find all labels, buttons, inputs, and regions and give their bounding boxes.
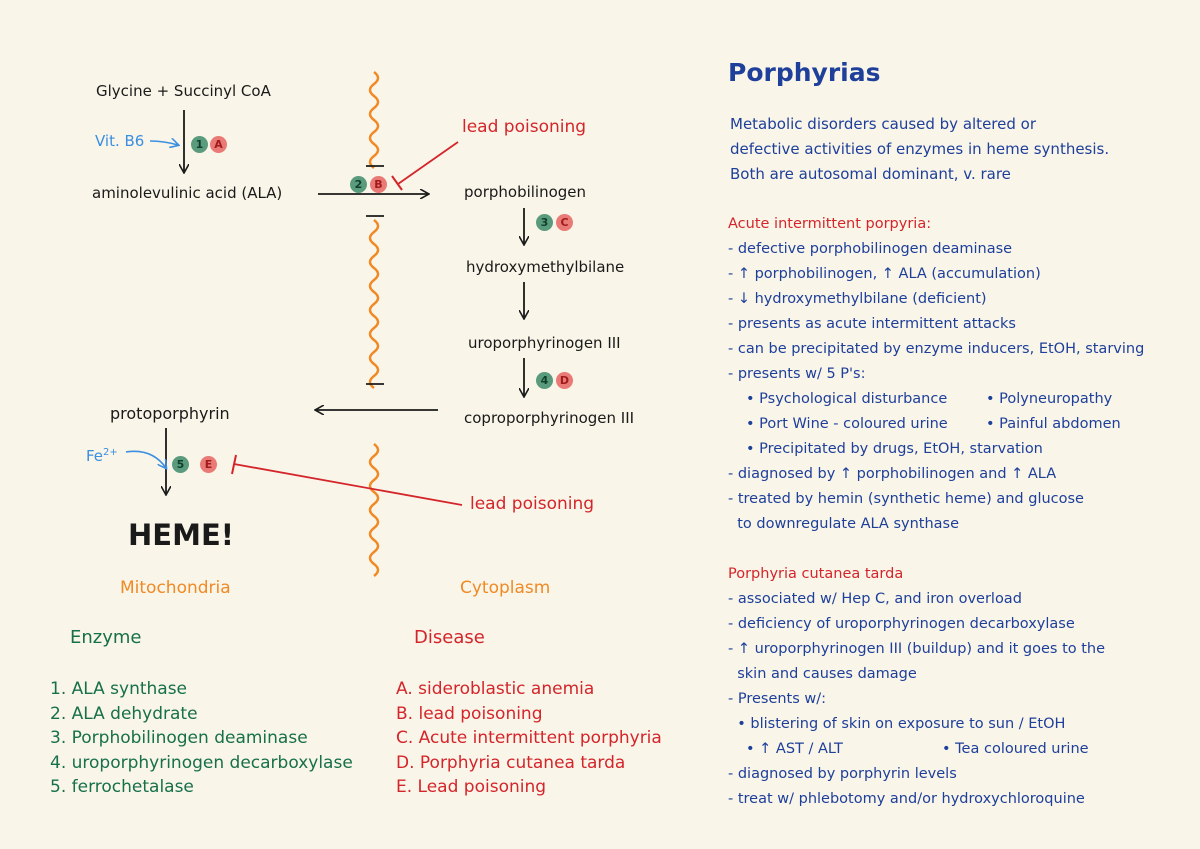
aip-line: - treated by hemin (synthetic heme) and …: [728, 491, 1084, 507]
lead-poisoning-label-lower: lead poisoning: [470, 494, 595, 514]
aip-line: - ↓ hydroxymethylbilane (deficient): [728, 291, 987, 307]
enzyme-item: 4. uroporphyrinogen decarboxylase: [50, 752, 353, 773]
enzyme-item: 5. ferrochetalase: [50, 777, 194, 797]
pct-line: - associated w/ Hep C, and iron overload: [728, 591, 1022, 607]
intro-line: defective activities of enzymes in heme …: [730, 140, 1110, 158]
p-item: • Psychological disturbance: [746, 391, 948, 407]
pathway-graphics: [125, 71, 710, 577]
enzyme-item: 1. ALA synthase: [50, 679, 188, 699]
aip-section: Acute intermittent porpyria: - defective…: [728, 212, 1144, 537]
aip-line: - ↑ porphobilinogen, ↑ ALA (accumulation…: [728, 266, 1041, 282]
p-item: • Port Wine - coloured urine: [746, 416, 948, 432]
pct-line: - ↑ uroporphyrinogen III (buildup) and i…: [728, 641, 1106, 657]
pct-section: Porphyria cutanea tarda - associated w/ …: [728, 562, 1105, 812]
disease-item: B. lead poisoning: [396, 703, 543, 724]
compartment-cytoplasm: Cytoplasm: [460, 578, 551, 598]
aip-line: to downregulate ALA synthase: [728, 516, 960, 532]
p-item: • Painful abdomen: [986, 416, 1121, 432]
p-item: • Precipitated by drugs, EtOH, starvatio…: [746, 441, 1043, 457]
disease-badge-b: B: [370, 176, 387, 193]
pct-line: - treat w/ phlebotomy and/or hydroxychlo…: [728, 791, 1085, 807]
pct-bullet: • Tea coloured urine: [942, 741, 1089, 757]
disease-badge-a: A: [210, 136, 227, 153]
notes-title: Porphyrias: [728, 58, 881, 87]
disease-badge-c: C: [556, 214, 573, 231]
disease-list: A. sideroblastic anemia B. lead poisonin…: [396, 677, 662, 800]
pct-bullet-row: • ↑ AST / ALT • Tea coloured urine: [728, 737, 1105, 762]
aip-heading: Acute intermittent porpyria:: [728, 216, 932, 232]
aip-line: - presents w/ 5 P's:: [728, 366, 866, 382]
disease-badge-d: D: [556, 372, 573, 389]
aip-line: - diagnosed by ↑ porphobilinogen and ↑ A…: [728, 466, 1057, 482]
pct-line: - diagnosed by porphyrin levels: [728, 766, 957, 782]
disease-badge-e: E: [200, 456, 217, 473]
pct-heading: Porphyria cutanea tarda: [728, 566, 904, 582]
enzyme-heading: Enzyme: [70, 627, 142, 648]
pct-line: • blistering of skin on exposure to sun …: [728, 716, 1066, 732]
cofactor-iron: Fe2+: [86, 447, 118, 465]
inhibit-line-2: [233, 463, 463, 506]
disease-item: E. Lead poisoning: [396, 777, 547, 797]
notes-intro: Metabolic disorders caused by altered or…: [730, 112, 1109, 187]
five-ps-row-1: • Psychological disturbance • Polyneurop…: [728, 387, 1144, 412]
disease-item: C. Acute intermittent porphyria: [396, 728, 662, 748]
pct-line: - Presents w/:: [728, 691, 827, 707]
intermediate-uroporphyrinogen: uroporphyrinogen III: [468, 334, 621, 352]
inhibit-bar-1: [391, 175, 403, 191]
cofactor-vitamin-b6: Vit. B6: [95, 132, 145, 150]
intermediate-porphobilinogen: porphobilinogen: [464, 183, 587, 201]
disease-item: D. Porphyria cutanea tarda: [396, 752, 626, 773]
five-ps-row-2: • Port Wine - coloured urine • Painful a…: [728, 412, 1144, 437]
iron-charge: 2+: [103, 447, 118, 458]
intermediate-ala: aminolevulinic acid (ALA): [92, 184, 283, 202]
substrate-glycine-succinyl-coa: Glycine + Succinyl CoA: [96, 82, 271, 100]
intermediate-coproporphyrinogen: coproporphyrinogen III: [464, 409, 635, 427]
enzyme-list: 1. ALA synthase 2. ALA dehydrate 3. Porp…: [50, 677, 353, 800]
pct-bullet: • ↑ AST / ALT: [746, 741, 843, 757]
intermediate-protoporphyrin: protoporphyrin: [110, 404, 230, 423]
arrow-vitb6: [149, 141, 178, 145]
enzyme-badge-2: 2: [350, 176, 367, 193]
membrane-lower: [368, 443, 380, 577]
p-item: • Polyneuropathy: [986, 391, 1113, 407]
enzyme-item: 2. ALA dehydrate: [50, 703, 198, 724]
intro-line: Metabolic disorders caused by altered or: [730, 115, 1036, 133]
membrane-middle: [368, 219, 380, 389]
iron-symbol: Fe: [86, 447, 104, 465]
membrane-upper: [368, 71, 380, 169]
pct-line: skin and causes damage: [728, 666, 917, 682]
enzyme-badge-5: 5: [172, 456, 189, 473]
enzyme-badge-1: 1: [191, 136, 208, 153]
arrow-fe: [125, 450, 166, 468]
disease-heading: Disease: [414, 627, 485, 648]
disease-item: A. sideroblastic anemia: [396, 679, 595, 699]
intro-line: Both are autosomal dominant, v. rare: [730, 165, 1011, 183]
inhibit-line-1: [397, 141, 459, 185]
enzyme-badge-4: 4: [536, 372, 553, 389]
enzyme-badge-3: 3: [536, 214, 553, 231]
aip-line: - can be precipitated by enzyme inducers…: [728, 341, 1145, 357]
compartment-mitochondria: Mitochondria: [120, 578, 231, 598]
aip-line: - presents as acute intermittent attacks: [728, 316, 1016, 332]
pct-line: - deficiency of uroporphyrinogen decarbo…: [728, 616, 1075, 632]
aip-line: - defective porphobilinogen deaminase: [728, 241, 1013, 257]
lead-poisoning-label-upper: lead poisoning: [462, 117, 587, 137]
product-heme: HEME!: [128, 518, 234, 552]
inhibit-bar-2: [231, 454, 237, 475]
intermediate-hydroxymethylbilane: hydroxymethylbilane: [466, 258, 625, 276]
enzyme-item: 3. Porphobilinogen deaminase: [50, 728, 308, 748]
